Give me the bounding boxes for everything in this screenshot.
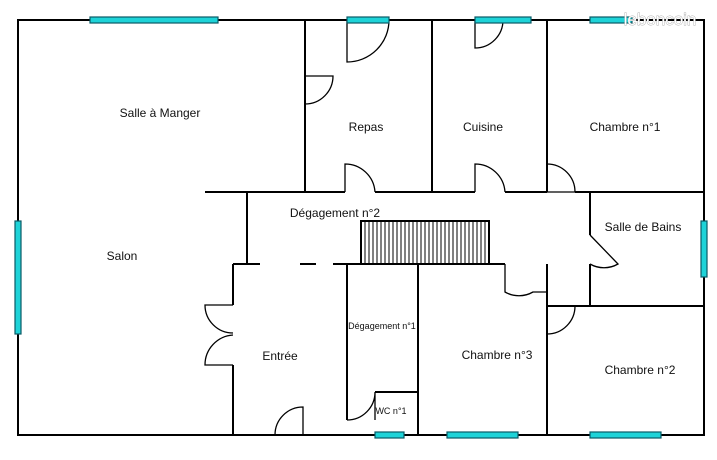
window-chambre2-bottom <box>589 431 662 439</box>
label-cuisine: Cuisine <box>463 120 503 134</box>
window-chambre1-top <box>589 16 633 24</box>
window-salle-top <box>89 16 219 24</box>
door-entree-bottom <box>274 406 304 436</box>
window-cuisine-top <box>474 16 532 24</box>
label-wc-1: WC n°1 <box>375 406 406 416</box>
label-chambre-2: Chambre n°2 <box>605 363 676 377</box>
door-chambre3 <box>504 264 547 297</box>
label-degagement-1: Dégagement n°1 <box>348 321 416 331</box>
window-repas-top <box>346 16 390 24</box>
window-sdb-right <box>700 220 708 278</box>
watermark-logo: leboncoin <box>624 10 697 29</box>
label-salon: Salon <box>107 249 138 263</box>
doors <box>204 19 620 436</box>
window-chambre3-bottom <box>446 431 519 439</box>
door-salle-de-bains <box>589 234 620 269</box>
windows <box>14 16 708 439</box>
window-wc-bottom <box>374 431 405 439</box>
label-repas: Repas <box>349 120 384 134</box>
door-chambre1 <box>546 163 576 193</box>
door-salle-repas <box>304 75 334 105</box>
staircase <box>360 220 490 265</box>
label-salle-de-bains: Salle de Bains <box>605 220 682 234</box>
window-salon-left <box>14 220 22 335</box>
label-salle-a-manger: Salle à Manger <box>120 106 201 120</box>
label-chambre-1: Chambre n°1 <box>590 120 661 134</box>
door-cuisine-top <box>474 19 504 49</box>
door-cuisine-bottom <box>474 163 506 193</box>
door-repas-bottom <box>344 163 376 193</box>
label-chambre-3: Chambre n°3 <box>462 348 533 362</box>
door-repas-top <box>346 19 390 63</box>
staircase-steps <box>364 221 486 264</box>
label-entree: Entrée <box>262 349 298 363</box>
room-labels: Salle à Manger Repas Cuisine Chambre n°1… <box>107 106 682 416</box>
door-chambre2 <box>546 305 576 335</box>
door-wc <box>346 391 376 421</box>
door-entree-left-b <box>204 334 234 366</box>
door-entree-left-a <box>204 304 234 334</box>
label-degagement-2: Dégagement n°2 <box>290 206 381 220</box>
